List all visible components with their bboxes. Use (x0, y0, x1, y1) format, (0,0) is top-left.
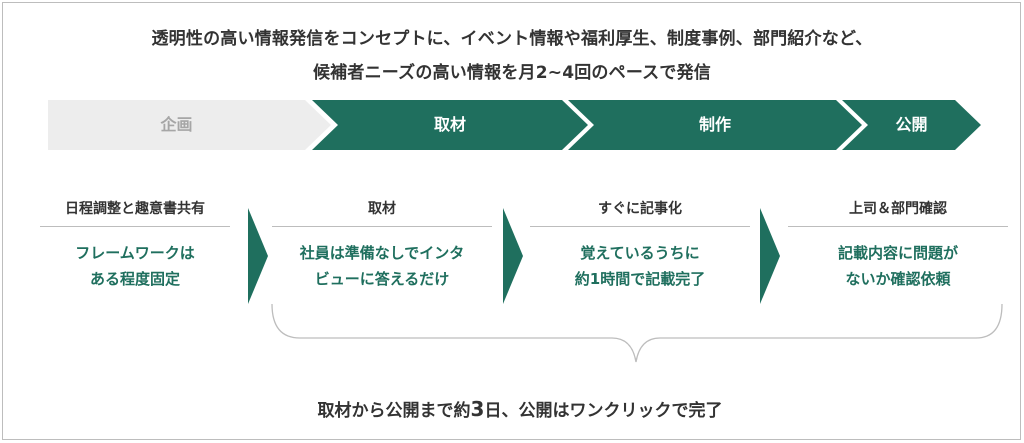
step-desc-review: 記載内容に問題が ないか確認依頼 (837, 244, 958, 288)
step-title-interview: 取材 (368, 201, 396, 217)
step-divider (530, 226, 750, 227)
step-divider (272, 226, 492, 227)
phase-label-production: 制作 (698, 115, 731, 134)
summary-text-before: 取材から公開まで約 (317, 401, 471, 421)
summary-text-after: 日、公開はワンクリックで完了 (484, 401, 723, 421)
summary-text: 取材から公開まで約3日、公開はワンクリックで完了 (200, 396, 840, 421)
phase-label-publish: 公開 (895, 115, 928, 134)
step-arrow-1 (248, 208, 268, 304)
phase-production-chevron (568, 100, 862, 150)
step-arrow-2 (503, 208, 523, 304)
step-desc-writing: 覚えているうちに 約1時間で記載完了 (574, 244, 706, 288)
step-title-schedule: 日程調整と趣意書共有 (65, 201, 205, 217)
phase-publish-chevron (842, 100, 981, 150)
step-divider (788, 226, 1008, 227)
step-title-review: 上司＆部門確認 (849, 201, 947, 217)
phase-label-interview: 取材 (433, 115, 466, 134)
step-desc-interview: 社員は準備なしでインタ ビューに答えるだけ (299, 244, 465, 288)
step-arrow-3 (760, 208, 780, 304)
phase-label-planning: 企画 (160, 115, 193, 134)
span-brace (271, 303, 1003, 363)
step-desc-schedule: フレームワークは ある程度固定 (75, 244, 195, 288)
headline-line-2: 候補者ニーズの高い情報を月2~4回のペースで発信 (312, 63, 711, 83)
step-title-writing: すぐに記事化 (598, 201, 682, 217)
phase-interview-chevron (312, 100, 588, 150)
phase-planning-chevron (48, 100, 331, 150)
headline-line-1: 透明性の高い情報発信をコンセプトに、イベント情報や福利厚生、制度事例、部門紹介な… (151, 29, 873, 49)
step-divider (40, 226, 230, 227)
summary-days-number: 3 (470, 397, 485, 421)
